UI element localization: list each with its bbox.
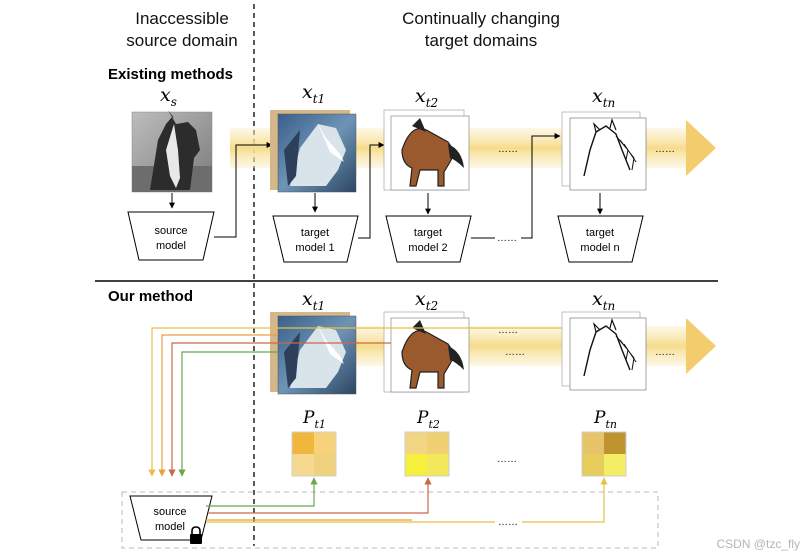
target-model-2-line1: target <box>414 227 442 239</box>
xt1-label-top: xt1 <box>302 81 325 106</box>
lock-icon <box>190 526 202 544</box>
source-horse-photo <box>131 110 213 193</box>
arrow-source-to-xt1 <box>214 142 273 238</box>
heatmap-cell <box>427 432 449 454</box>
source-model-locked-line2: model <box>155 521 185 533</box>
ellipsis-top-band-2: …… <box>655 144 675 155</box>
source-model-locked-line1: source <box>153 506 186 518</box>
ellipsis-bottom-band-2: …… <box>505 347 525 358</box>
target-model-2 <box>385 215 472 263</box>
arrow-target1-to-xt2 <box>358 142 385 239</box>
ellipsis-output-line: …… <box>498 517 518 528</box>
arrow-to-xtn <box>521 133 561 239</box>
xt1-label-bottom: xt1 <box>302 288 325 313</box>
ellipsis-heatmaps: …… <box>497 454 517 465</box>
output-line-yellow-tail <box>522 477 608 523</box>
ellipsis-bottom-band-1: …… <box>498 325 518 336</box>
existing-methods-title: Existing methods <box>108 66 233 83</box>
source-model-top-line2: model <box>156 240 186 252</box>
heatmap-ptn <box>581 431 627 477</box>
feedback-line-green <box>178 351 278 477</box>
heatmap-outline <box>581 431 627 477</box>
heatmap-cell <box>405 432 427 454</box>
pt2-label: Pt2 <box>416 408 440 431</box>
heatmap-cell <box>427 454 449 476</box>
inference-dashed-box <box>121 491 659 549</box>
cartoon-horse-bottom <box>383 311 470 393</box>
output-line-red <box>208 477 432 514</box>
target-model-1-line1: target <box>301 227 329 239</box>
painting-horse-top <box>270 110 357 193</box>
target-model-1-line2: model 1 <box>295 242 334 254</box>
target-model-2-line2: model 2 <box>408 242 447 254</box>
sketch-horse-top <box>561 111 647 191</box>
source-model-top <box>127 211 215 261</box>
xtn-label-bottom: xtn <box>592 288 615 313</box>
target-model-n <box>557 215 644 263</box>
sketch-horse-bottom <box>561 311 647 391</box>
target-model-n-line2: model n <box>580 242 619 254</box>
right-header-line1: Continually changing <box>402 9 560 28</box>
heatmap-cell <box>582 454 604 476</box>
right-header-line2: target domains <box>425 31 537 50</box>
heatmap-cell <box>604 454 626 476</box>
target-model-1 <box>272 215 359 263</box>
ellipsis-bottom-band-3: …… <box>655 347 675 358</box>
pt1-label: Pt1 <box>302 408 326 431</box>
xt2-label-top: xt2 <box>415 85 438 110</box>
heatmap-cell <box>314 432 336 454</box>
ellipsis-top-bottom-row: …… <box>497 233 517 244</box>
heatmap-pt2 <box>404 431 450 477</box>
feedback-line-yellow <box>148 327 562 477</box>
source-model-top-line1: source <box>154 225 187 237</box>
our-method-title: Our method <box>108 288 193 305</box>
painting-horse-bottom <box>270 312 357 395</box>
output-line-green <box>206 477 318 507</box>
heatmap-outline <box>291 431 337 477</box>
heatmap-cell <box>314 454 336 476</box>
left-header-line2: source domain <box>126 31 238 50</box>
heatmap-cell <box>292 432 314 454</box>
left-header-line1: Inaccessible <box>135 9 229 28</box>
target-model-n-line1: target <box>586 227 614 239</box>
cartoon-horse-top <box>383 109 470 191</box>
heatmap-outline <box>404 431 450 477</box>
ptn-label: Ptn <box>593 408 617 431</box>
watermark: CSDN @tzc_fly <box>716 537 800 551</box>
xt2-label-bottom: xt2 <box>415 288 438 313</box>
heatmap-pt1 <box>291 431 337 477</box>
heatmap-cell <box>582 432 604 454</box>
xtn-label-top: xtn <box>592 85 615 110</box>
feedback-line-orange <box>158 334 278 477</box>
feedback-line-red <box>168 342 391 477</box>
xs-label: xs <box>160 84 177 109</box>
heatmap-cell <box>292 454 314 476</box>
heatmap-cell <box>604 432 626 454</box>
ellipsis-top-band-1: …… <box>498 144 518 155</box>
heatmap-cell <box>405 454 427 476</box>
